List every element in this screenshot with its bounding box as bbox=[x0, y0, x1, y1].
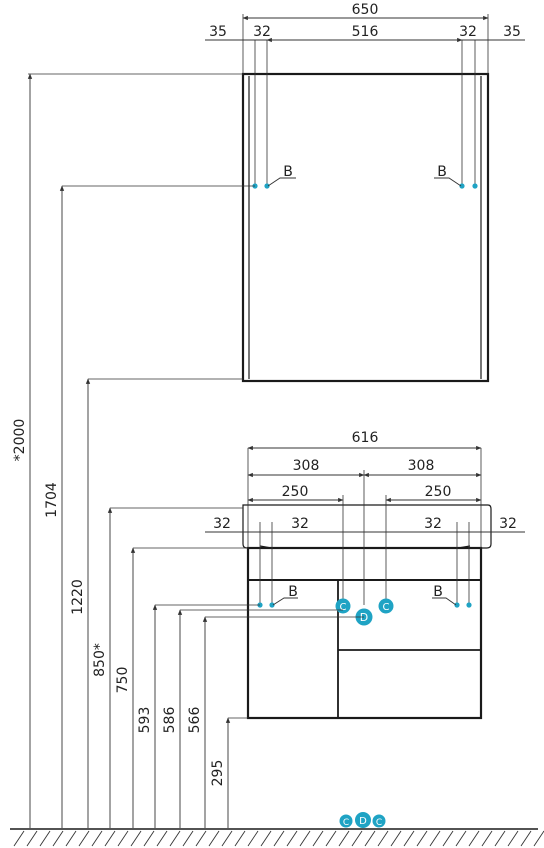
floor-connector-c-right bbox=[372, 814, 386, 828]
floor-hatch-line bbox=[325, 830, 337, 847]
floor-connector-c-right-label: C bbox=[376, 818, 382, 828]
connector-water-right bbox=[378, 598, 394, 614]
dim-308-right: 308 bbox=[408, 458, 435, 474]
connector-water-right-label: C bbox=[383, 602, 390, 613]
floor-hatch-line bbox=[260, 830, 272, 847]
dim-cabinet-32-b: 32 bbox=[291, 516, 309, 532]
floor-hatch-line bbox=[429, 830, 441, 847]
dim-cabinet-32-d: 32 bbox=[499, 516, 517, 532]
floor-hatch-line bbox=[130, 830, 142, 847]
height-2000: *2000 bbox=[12, 419, 28, 462]
floor-hatch-line bbox=[52, 830, 64, 847]
dim-cabinet-32-a: 32 bbox=[213, 516, 231, 532]
floor-hatch-line bbox=[156, 830, 168, 847]
floor-connector-c-left-label: C bbox=[343, 818, 349, 828]
height-295: 295 bbox=[210, 760, 226, 787]
floor-hatch-line bbox=[286, 830, 298, 847]
dim-cabinet-32-c: 32 bbox=[424, 516, 442, 532]
dim-516: 516 bbox=[352, 24, 379, 40]
height-1220: 1220 bbox=[70, 579, 86, 615]
floor-hatch-line bbox=[416, 830, 428, 847]
mirror-hole-dot bbox=[472, 183, 478, 189]
height-1704: 1704 bbox=[44, 482, 60, 518]
floor-connector-d-label: D bbox=[359, 816, 367, 827]
floor-hatch-line bbox=[91, 830, 103, 847]
floor-hatch-line bbox=[351, 830, 363, 847]
floor-connector-c-left bbox=[339, 814, 353, 828]
floor-hatch-line bbox=[533, 830, 544, 847]
height-850: 850* bbox=[92, 643, 108, 677]
floor-hatch-line bbox=[364, 830, 376, 847]
floor-hatch-line bbox=[390, 830, 402, 847]
cabinet-dimensions: 616 308 308 250 250 32 32 32 32 bbox=[205, 430, 525, 605]
floor-hatch-line bbox=[377, 830, 389, 847]
floor-hatch-line bbox=[65, 830, 77, 847]
dim-250-left: 250 bbox=[282, 484, 309, 500]
floor-hatch-line bbox=[221, 830, 233, 847]
floor-hatch-line bbox=[442, 830, 454, 847]
mirror bbox=[241, 72, 490, 383]
floor-hatch-line bbox=[468, 830, 480, 847]
floor-hatch-line bbox=[520, 830, 532, 847]
dim-250-right: 250 bbox=[425, 484, 452, 500]
height-586: 586 bbox=[162, 707, 178, 734]
floor-hatch-line bbox=[234, 830, 246, 847]
basin-top bbox=[242, 504, 492, 549]
floor-connectors: C D C bbox=[339, 812, 386, 828]
floor-hatch-line bbox=[78, 830, 90, 847]
floor-hatch-line bbox=[182, 830, 194, 847]
floor-hatch-line bbox=[299, 830, 311, 847]
floor-hatch-line bbox=[143, 830, 155, 847]
floor-hatch-line bbox=[338, 830, 350, 847]
mirror-dimensions: 650 35 32 516 32 35 bbox=[205, 2, 525, 186]
floor-hatch-line bbox=[195, 830, 207, 847]
dim-650: 650 bbox=[352, 2, 379, 18]
floor-hatch-line bbox=[208, 830, 220, 847]
floor-hatch-line bbox=[481, 830, 493, 847]
floor-hatching bbox=[13, 830, 544, 847]
floor-connector-d bbox=[355, 812, 371, 828]
mirror-hole-label-right: B bbox=[437, 164, 447, 180]
floor-hatch-line bbox=[26, 830, 38, 847]
height-dimensions: *2000 1704 1220 850* 750 593 586 566 295 bbox=[12, 73, 364, 828]
floor-hatch-line bbox=[455, 830, 467, 847]
mirror-hole-dot bbox=[264, 183, 270, 189]
cabinet-hole-dot bbox=[466, 602, 472, 608]
dim-mirror-side-right: 35 bbox=[503, 24, 521, 40]
floor-hatch-line bbox=[273, 830, 285, 847]
mirror-hole-label-left: B bbox=[283, 164, 293, 180]
floor-hatch-line bbox=[403, 830, 415, 847]
mirror-holes: B B bbox=[252, 164, 478, 189]
floor-hatch-line bbox=[247, 830, 259, 847]
mirror-frame bbox=[241, 72, 490, 383]
floor bbox=[10, 828, 544, 847]
dim-616: 616 bbox=[352, 430, 379, 446]
floor-hatch-line bbox=[104, 830, 116, 847]
cabinet-hole-dot bbox=[454, 602, 460, 608]
floor-hatch-line bbox=[117, 830, 129, 847]
height-750: 750 bbox=[115, 667, 131, 694]
mirror-hole-dot bbox=[459, 183, 465, 189]
floor-hatch-line bbox=[13, 830, 25, 847]
cabinet-body bbox=[246, 546, 483, 720]
floor-hatch-line bbox=[312, 830, 324, 847]
floor-hatch-line bbox=[494, 830, 506, 847]
cabinet-hole-dot bbox=[269, 602, 275, 608]
dim-308-left: 308 bbox=[293, 458, 320, 474]
dim-mirror-hole-left: 32 bbox=[253, 24, 271, 40]
cabinet-hole-label-left: B bbox=[288, 584, 298, 600]
connector-water-left-label: C bbox=[340, 602, 347, 613]
cabinet-holes: B B bbox=[257, 584, 472, 608]
height-566: 566 bbox=[187, 707, 203, 734]
connector-drain-label: D bbox=[360, 611, 368, 624]
floor-hatch-line bbox=[169, 830, 181, 847]
dim-mirror-hole-right: 32 bbox=[459, 24, 477, 40]
floor-hatch-line bbox=[507, 830, 519, 847]
dim-mirror-side-left: 35 bbox=[209, 24, 227, 40]
height-593: 593 bbox=[137, 707, 153, 734]
cabinet-hole-label-right: B bbox=[433, 584, 443, 600]
floor-hatch-line bbox=[39, 830, 51, 847]
